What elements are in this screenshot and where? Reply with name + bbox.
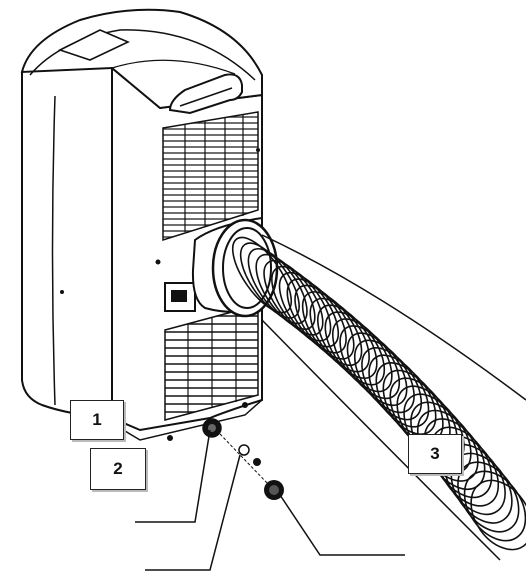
- hose-ring: [286, 278, 347, 354]
- callout-3: 3: [408, 434, 462, 474]
- callout-2: 2: [90, 448, 146, 490]
- hose-ring: [255, 253, 316, 330]
- hose-edge-bottom: [261, 319, 501, 561]
- exhaust-hose: [191, 216, 526, 561]
- hose-ring: [271, 265, 332, 342]
- hose-ring: [309, 297, 370, 373]
- hose-edge-top: [261, 234, 526, 401]
- hose-ring: [263, 259, 324, 336]
- ac-unit-body: [20, 8, 263, 441]
- leader-lines: [135, 429, 405, 571]
- hose-ring: [278, 272, 340, 348]
- drain-parts: [202, 418, 284, 500]
- hose-ring: [301, 291, 363, 367]
- hose-ring: [470, 479, 526, 551]
- hose-ring: [247, 248, 308, 325]
- hose-ring: [353, 339, 415, 414]
- callout-1: 1: [70, 400, 124, 440]
- hose-ring: [239, 242, 300, 319]
- hose-ring: [346, 332, 408, 407]
